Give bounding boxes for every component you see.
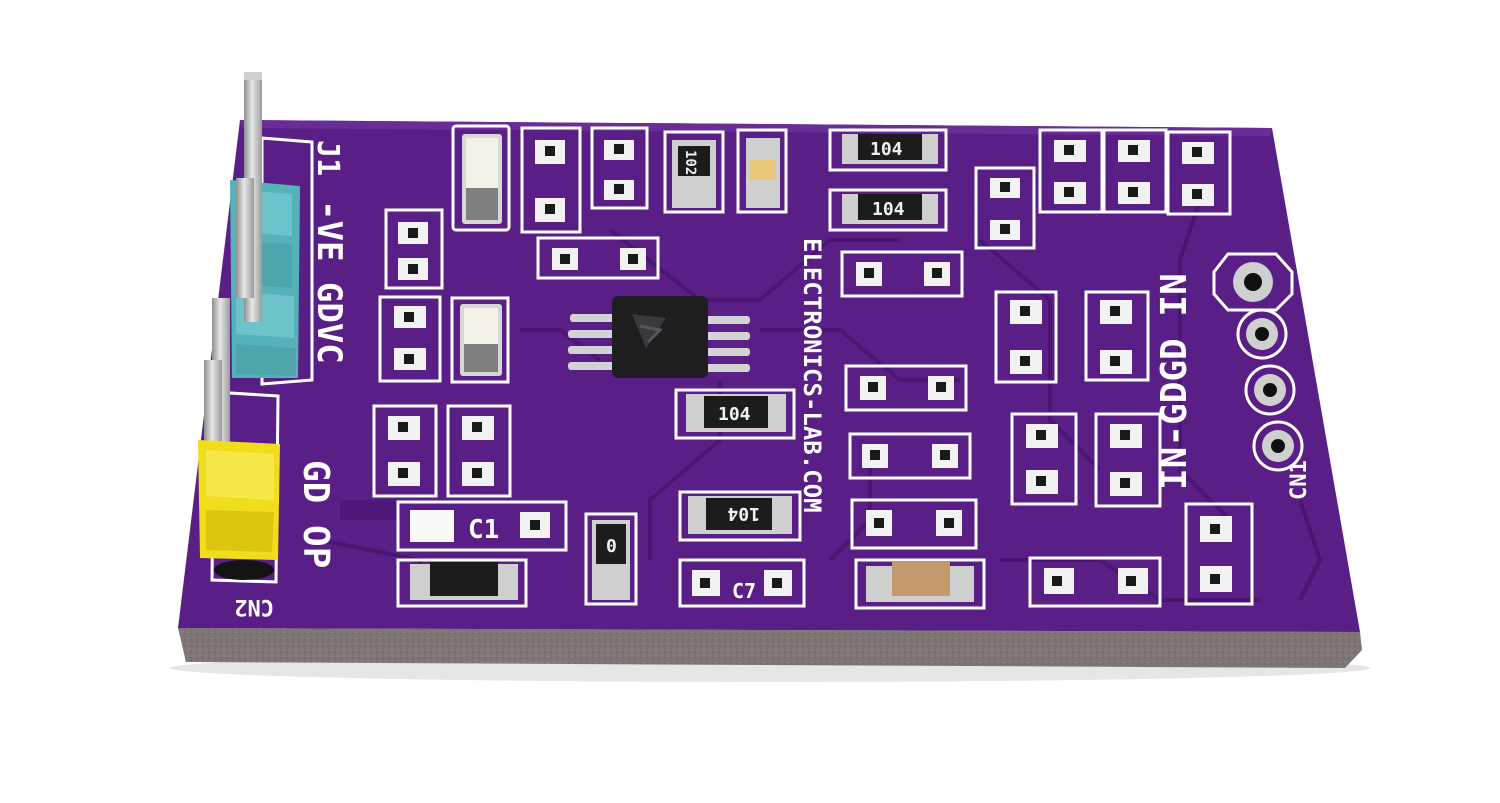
label-power-pins: -VE GDVC — [309, 200, 349, 364]
marking-r-small-2: 0 — [606, 536, 617, 557]
cn1-holes — [1212, 252, 1304, 472]
marking-c1: C1 — [468, 515, 499, 545]
pad-holes — [398, 144, 1220, 588]
label-in-pins: IN-GDGD IN — [1154, 273, 1195, 490]
label-cn1: CN1 — [1287, 460, 1312, 500]
copper-pour — [340, 500, 400, 520]
copper-pads — [388, 140, 1232, 596]
board-top-bevel — [240, 120, 1272, 136]
marking-r-center: 104 — [718, 404, 751, 425]
marking-r-top-2: 104 — [872, 199, 905, 220]
yellow-header — [198, 298, 280, 580]
blue-header — [230, 72, 300, 378]
marking-c7: C7 — [732, 579, 756, 603]
label-j1: J1 — [310, 140, 345, 176]
label-output-pins: GD OP — [295, 460, 336, 568]
marking-r-small: 102 — [682, 150, 698, 175]
marking-r-bottom: 104 — [727, 503, 760, 524]
board-edge — [178, 628, 1362, 668]
msop-ic — [568, 296, 750, 378]
label-cn2: CN2 — [234, 594, 274, 619]
marking-r-top-1: 104 — [870, 139, 903, 160]
smd-parts — [410, 134, 974, 602]
footprint-outlines — [372, 124, 1254, 610]
website-text: ELECTRONICS-LAB.COM — [798, 238, 826, 513]
